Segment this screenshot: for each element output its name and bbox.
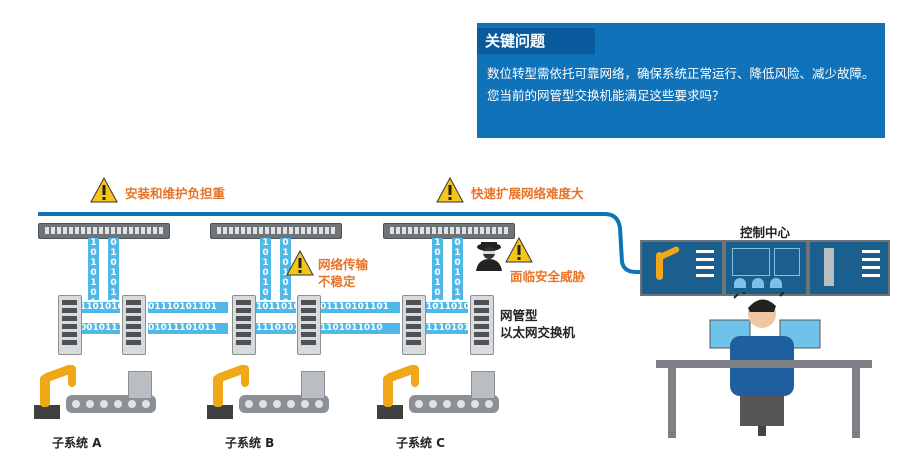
managed-switch [232, 295, 256, 355]
subsystem-a-machinery [30, 355, 170, 425]
warning-unstable-line2: 不稳定 [318, 274, 356, 289]
data-stream-horizontal: 1101010101101 [80, 302, 120, 313]
control-center-label: 控制中心 [740, 225, 791, 240]
data-stream-vertical: 1010101010 [88, 238, 99, 300]
warning-expand: 快速扩展网络难度大 [471, 186, 584, 201]
warning-security: 面临安全威胁 [510, 269, 586, 284]
warning-install: 安装和维护负担重 [125, 186, 226, 201]
data-stream-horizontal: 10110101101 [426, 302, 468, 313]
managed-switch [122, 295, 146, 355]
core-switch [38, 223, 170, 239]
data-stream-horizontal: 10110101101 [256, 302, 296, 313]
data-stream-horizontal: 1101011010 [320, 323, 400, 334]
data-stream-horizontal: 01110101101 [320, 302, 400, 313]
control-monitor [808, 240, 890, 296]
subsystem-a-label: 子系统 A [52, 436, 102, 450]
warning-unstable-line1: 网络传输 [318, 257, 369, 272]
control-monitor [640, 240, 724, 296]
switch-label-line1: 网管型 [500, 308, 538, 323]
key-issue-text: 数位转型需依托可靠网络，确保系统正常运行、降低风险、减少故障。您当前的网管型交换… [487, 66, 875, 103]
desk-leg [852, 368, 860, 438]
hacker-icon [476, 242, 502, 271]
switch-label-line2: 以太网交换机 [500, 325, 576, 340]
key-issue-title: 关键问题 [477, 28, 595, 54]
managed-switch [58, 295, 82, 355]
data-stream-horizontal: 0010111010110 [80, 323, 120, 334]
data-stream-horizontal: 01110101101 [148, 302, 228, 313]
data-stream-vertical: 1010101010 [432, 238, 443, 300]
core-switch [210, 223, 342, 239]
managed-switch [402, 295, 426, 355]
warning-icon [90, 177, 118, 203]
warning-icon [436, 177, 464, 203]
subsystem-b-label: 子系统 B [225, 436, 275, 450]
key-issue-box: 关键问题 数位转型需依托可靠网络，确保系统正常运行、降低风险、减少故障。您当前的… [477, 23, 885, 138]
subsystem-b-machinery [203, 355, 343, 425]
data-stream-vertical: 0101010101 [108, 238, 119, 300]
desk-leg [668, 368, 676, 438]
control-monitor [724, 240, 808, 296]
subsystem-c-label: 子系统 C [396, 436, 445, 450]
managed-switch [470, 295, 494, 355]
data-stream-horizontal: 01011101011 [148, 323, 228, 334]
core-switch [383, 223, 515, 239]
data-stream-vertical: 0101010101 [280, 238, 291, 300]
data-stream-vertical: 0101010101 [452, 238, 463, 300]
warning-icon [286, 250, 314, 276]
operator-figure [709, 292, 821, 436]
warning-icon [505, 237, 533, 263]
subsystem-c-machinery [373, 355, 513, 425]
control-desk [656, 360, 872, 368]
data-stream-vertical: 1010101010 [260, 238, 271, 300]
managed-switch [297, 295, 321, 355]
